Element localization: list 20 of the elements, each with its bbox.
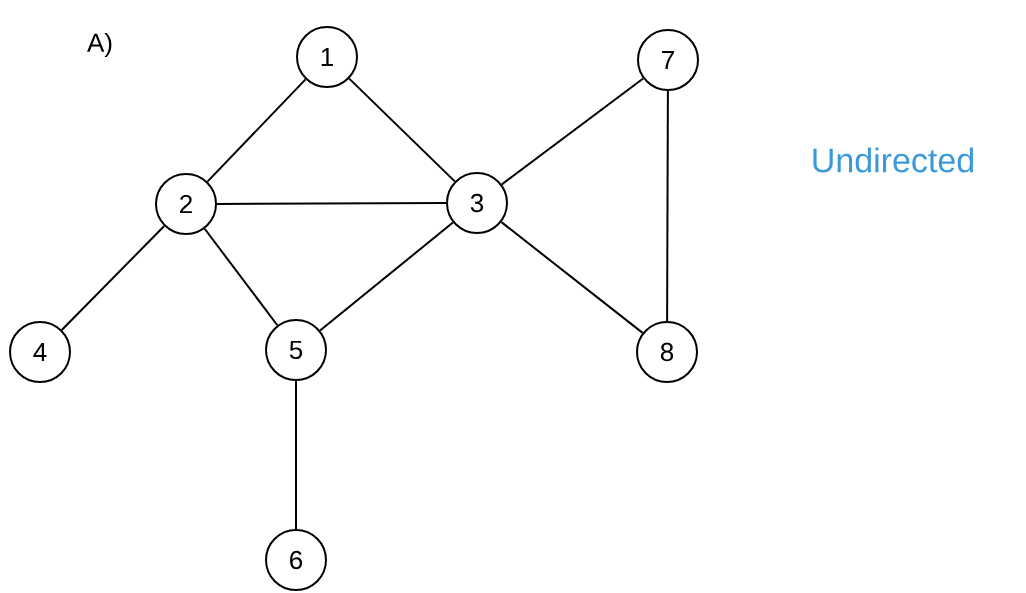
edge-line <box>203 227 279 327</box>
graph-vertex: 4 <box>9 321 71 383</box>
graph-vertex: 7 <box>637 29 699 91</box>
graph-vertex: 6 <box>265 529 327 591</box>
graph-vertex: 3 <box>446 172 508 234</box>
edge-line <box>500 77 645 186</box>
edge-line <box>60 225 166 331</box>
graph-vertex: 1 <box>296 26 358 88</box>
text-label: A) <box>87 32 112 58</box>
edge-line <box>216 202 447 205</box>
text-label: Undirected <box>813 147 973 173</box>
graph-vertex: 2 <box>155 173 217 235</box>
edge-line <box>295 380 297 530</box>
edge-line <box>206 78 307 183</box>
edge-line <box>666 90 669 322</box>
edge-line <box>348 77 456 183</box>
edge-line <box>319 221 454 332</box>
graph-vertex: 5 <box>265 319 327 381</box>
edge-line <box>500 221 644 334</box>
graph-vertex: 8 <box>636 321 698 383</box>
